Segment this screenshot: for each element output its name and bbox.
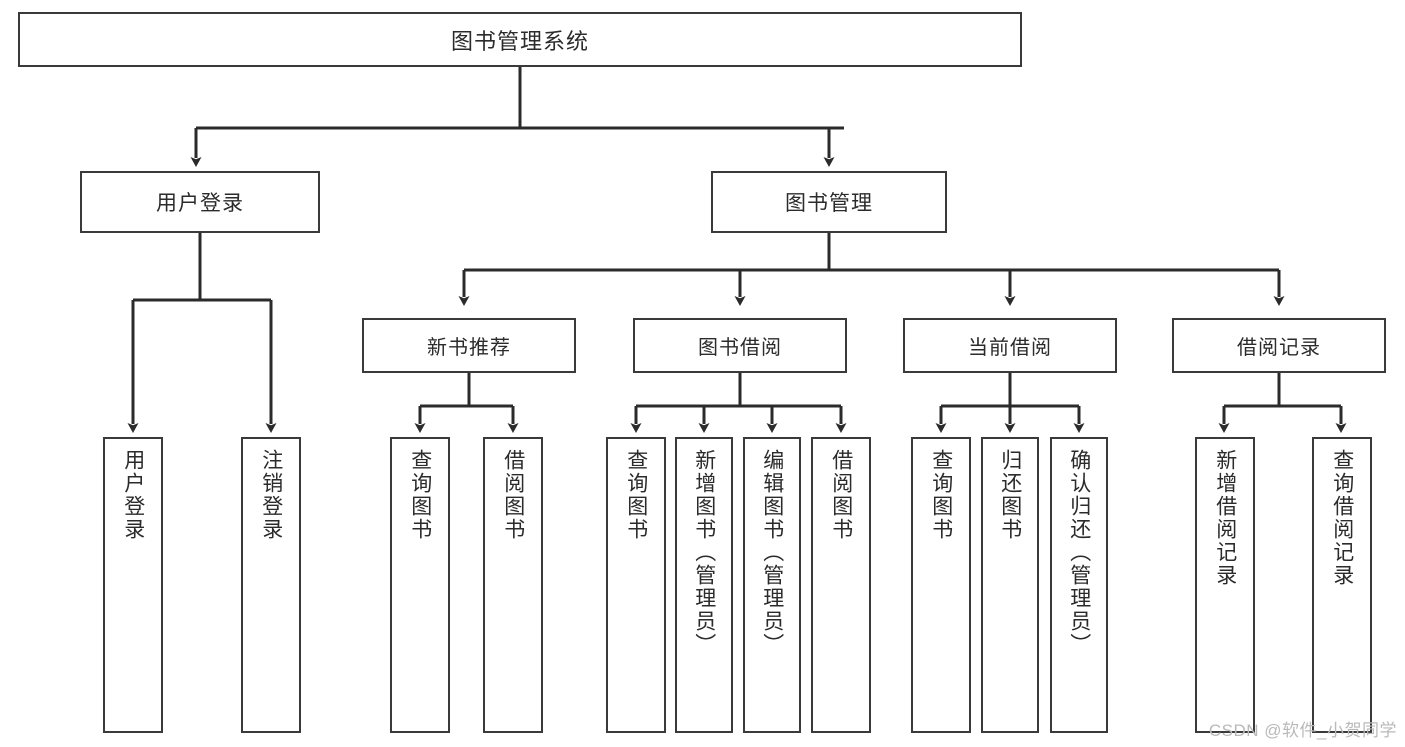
node-label: 借阅记录	[1237, 337, 1321, 359]
leaf-label: 用户登录	[121, 449, 145, 541]
leaf-label: 借阅图书	[501, 449, 525, 541]
node-label: 当前借阅	[968, 337, 1052, 359]
leaf-add-book-admin[interactable]: 新增图书（管理员）	[675, 437, 733, 733]
node-borrow-record[interactable]: 借阅记录	[1172, 318, 1386, 373]
node-label: 新书推荐	[427, 337, 511, 359]
leaf-borrow-book-recommend[interactable]: 借阅图书	[483, 437, 543, 733]
node-label: 图书借阅	[698, 337, 782, 359]
node-user-login[interactable]: 用户登录	[80, 171, 320, 233]
leaf-label: 确认归还（管理员）	[1067, 449, 1091, 656]
leaf-borrow-book[interactable]: 借阅图书	[811, 437, 871, 733]
leaf-label: 归还图书	[998, 449, 1022, 541]
leaf-label: 查询图书	[408, 449, 432, 541]
node-label: 图书管理	[785, 192, 873, 215]
leaf-query-book-current[interactable]: 查询图书	[911, 437, 971, 733]
node-new-book-recommend[interactable]: 新书推荐	[362, 318, 576, 373]
leaf-query-borrow-record[interactable]: 查询借阅记录	[1312, 437, 1372, 733]
leaf-label: 新增借阅记录	[1213, 449, 1237, 587]
leaf-label: 查询借阅记录	[1330, 449, 1354, 587]
leaf-label: 新增图书（管理员）	[692, 449, 716, 656]
leaf-label: 借阅图书	[829, 449, 853, 541]
leaf-label: 查询图书	[929, 449, 953, 541]
watermark: CSDN @软件_小贺同学	[1208, 721, 1397, 740]
leaf-query-book-recommend[interactable]: 查询图书	[390, 437, 450, 733]
node-book-borrow[interactable]: 图书借阅	[633, 318, 847, 373]
leaf-label: 编辑图书（管理员）	[760, 449, 784, 656]
leaf-label: 查询图书	[624, 449, 648, 541]
leaf-logout[interactable]: 注销登录	[241, 437, 301, 733]
node-book-management[interactable]: 图书管理	[711, 171, 947, 233]
node-current-borrow[interactable]: 当前借阅	[903, 318, 1117, 373]
leaf-edit-book-admin[interactable]: 编辑图书（管理员）	[743, 437, 801, 733]
leaf-user-login[interactable]: 用户登录	[103, 437, 163, 733]
leaf-label: 注销登录	[259, 449, 283, 541]
leaf-query-book-borrow[interactable]: 查询图书	[606, 437, 666, 733]
leaf-confirm-return-admin[interactable]: 确认归还（管理员）	[1050, 437, 1108, 733]
leaf-return-book[interactable]: 归还图书	[981, 437, 1039, 733]
node-label: 用户登录	[156, 192, 244, 215]
leaf-add-borrow-record[interactable]: 新增借阅记录	[1195, 437, 1255, 733]
node-root-book-management-system[interactable]: 图书管理系统	[18, 12, 1022, 67]
node-label: 图书管理系统	[450, 28, 589, 54]
